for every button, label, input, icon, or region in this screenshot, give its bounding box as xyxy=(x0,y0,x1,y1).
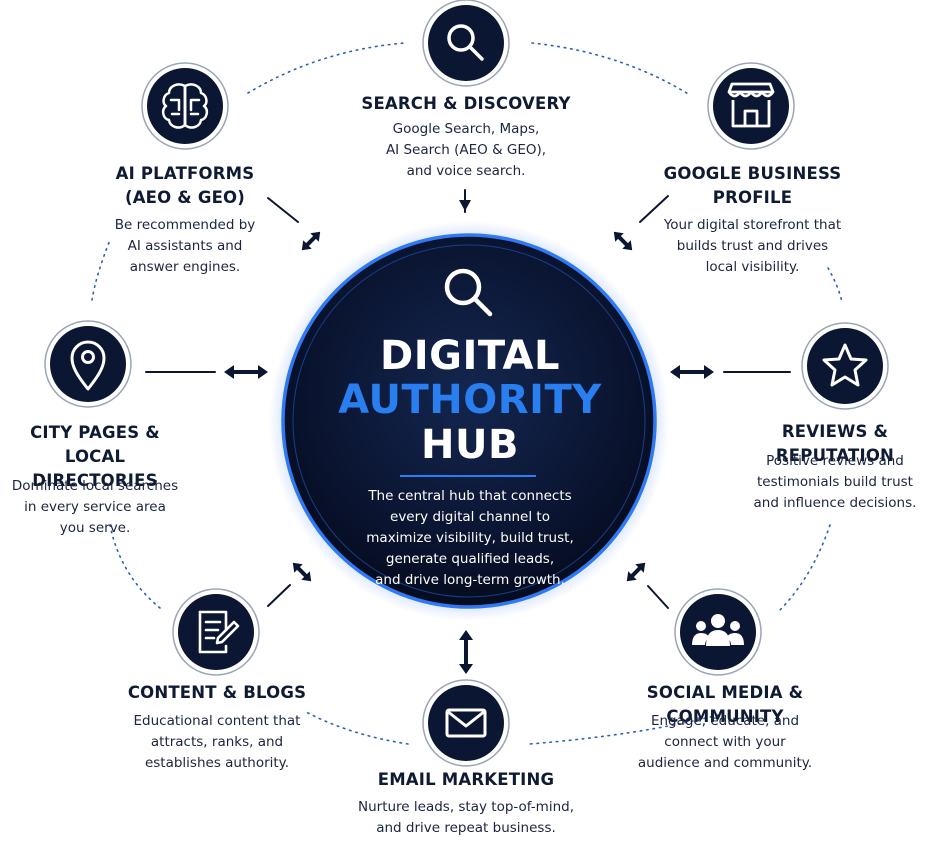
star-icon xyxy=(822,343,868,387)
email-marketing-title: EMAIL MARKETING xyxy=(377,770,555,789)
people-icon xyxy=(692,614,744,646)
node-city-circle xyxy=(44,320,132,408)
search-discovery-title: SEARCH & DISCOVERY xyxy=(361,94,571,113)
connector-lines xyxy=(145,189,791,609)
arrow-gbp xyxy=(613,231,633,251)
brain-chip-icon xyxy=(161,83,209,129)
search-icon xyxy=(447,24,484,61)
arrow-search xyxy=(459,200,471,211)
hub-title-line1: DIGITAL xyxy=(380,333,560,379)
reviews-reputation-description: Positive reviews and testimonials build … xyxy=(753,453,917,511)
ai-platforms-title: AI PLATFORMS (AEO & GEO) xyxy=(115,164,255,207)
node-content-circle xyxy=(172,588,260,676)
reviews-reputation-title: REVIEWS & REPUTATION xyxy=(775,422,895,465)
hub-title-line2: AUTHORITY xyxy=(338,377,602,423)
node-social-circle xyxy=(674,588,762,676)
arrow-content xyxy=(292,562,312,582)
content-blogs-title: CONTENT & BLOGS xyxy=(127,683,307,702)
google-business-profile-description: Your digital storefront that builds trus… xyxy=(663,217,842,275)
node-icons xyxy=(44,0,889,767)
google-business-profile-title: GOOGLE BUSINESS PROFILE xyxy=(663,164,842,207)
map-pin-icon xyxy=(70,340,106,391)
ai-platforms-description: Be recommended by AI assistants and answ… xyxy=(114,217,256,275)
search-discovery-description: Google Search, Maps, AI Search (AEO & GE… xyxy=(385,121,547,179)
node-gbp-circle xyxy=(707,62,795,150)
hub-search-icon xyxy=(444,268,493,317)
arrow-city xyxy=(224,365,268,379)
arrow-reviews xyxy=(670,365,714,379)
node-email-circle xyxy=(422,679,510,767)
storefront-icon xyxy=(727,82,775,128)
node-ai-circle xyxy=(141,62,229,150)
hub-title-line3: HUB xyxy=(421,422,519,468)
node-search-circle xyxy=(422,0,510,87)
city-pages-local-directories-title: CITY PAGES & LOCAL DIRECTORIES xyxy=(30,423,160,490)
dotted-ring xyxy=(91,42,843,745)
connector-arrows xyxy=(224,200,714,674)
city-pages-local-directories-description: Dominate local searches in every service… xyxy=(11,478,179,536)
envelope-icon xyxy=(445,708,487,738)
social-media-community-title: SOCIAL MEDIA & COMMUNITY xyxy=(646,683,804,726)
central-hub xyxy=(269,221,669,621)
arrow-ai xyxy=(301,231,321,251)
social-media-community-description: Engage, educate, and connect with your a… xyxy=(637,713,813,771)
document-edit-icon xyxy=(198,610,240,654)
content-blogs-description: Educational content that attracts, ranks… xyxy=(133,713,301,771)
node-reviews-circle xyxy=(801,322,889,410)
arrow-email xyxy=(459,630,473,674)
email-marketing-description: Nurture leads, stay top-of-mind, and dri… xyxy=(357,799,574,836)
hub-description: The central hub that connects every digi… xyxy=(366,488,574,588)
arrow-social xyxy=(626,562,646,582)
